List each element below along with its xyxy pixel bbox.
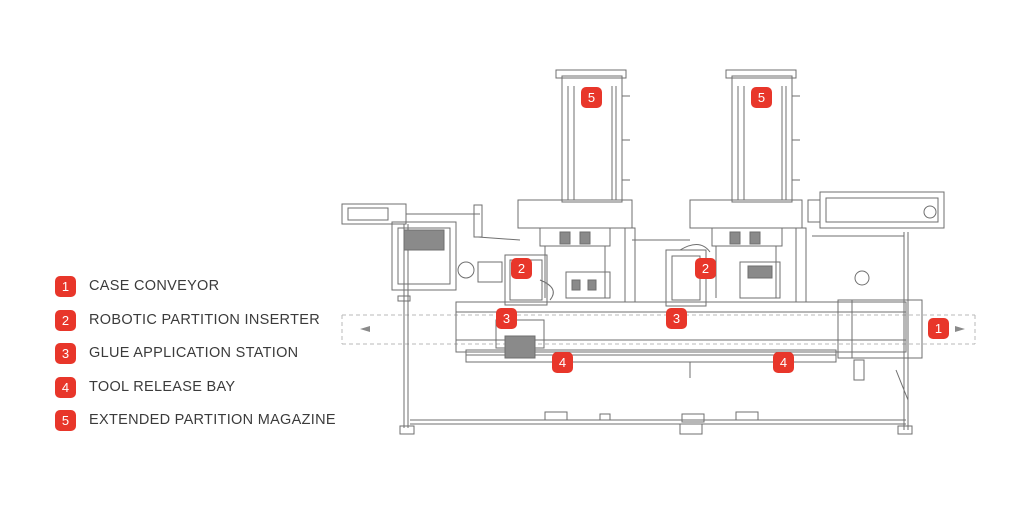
legend-badge-4: 4 — [55, 376, 76, 398]
marker-robotic-inserter-left: 2 — [511, 258, 532, 279]
marker-glue-station-left: 3 — [496, 308, 517, 329]
marker-label: 1 — [935, 321, 942, 336]
legend-label: ROBOTIC PARTITION INSERTER — [89, 312, 320, 328]
legend-item-tool-release-bay: 4 TOOL RELEASE BAY — [55, 376, 235, 398]
legend-item-extended-partition-magazine: 5 EXTENDED PARTITION MAGAZINE — [55, 409, 336, 431]
legend-badge-2: 2 — [55, 309, 76, 331]
legend-label: TOOL RELEASE BAY — [89, 379, 236, 395]
main-conveyor — [455, 270, 923, 381]
marker-label: 4 — [780, 355, 787, 370]
flow-arrow-icon — [360, 326, 370, 332]
marker-label: 5 — [758, 90, 765, 105]
marker-label: 2 — [518, 261, 525, 276]
marker-label: 3 — [673, 311, 680, 326]
legend-badge-5: 5 — [55, 409, 76, 431]
marker-glue-station-right: 3 — [666, 308, 687, 329]
legend-item-glue-application-station: 3 GLUE APPLICATION STATION — [55, 342, 298, 364]
marker-label: 2 — [702, 261, 709, 276]
right-arm — [807, 191, 945, 237]
legend-item-robotic-partition-inserter: 2 ROBOTIC PARTITION INSERTER — [55, 309, 320, 331]
marker-robotic-inserter-right: 2 — [695, 258, 716, 279]
marker-magazine-right: 5 — [751, 87, 772, 108]
legend-item-case-conveyor: 1 CASE CONVEYOR — [55, 275, 219, 297]
legend-label: EXTENDED PARTITION MAGAZINE — [89, 412, 336, 428]
legend-label: GLUE APPLICATION STATION — [89, 345, 299, 361]
left-arm — [341, 203, 521, 241]
flow-arrow-icon — [955, 326, 965, 332]
base-frame — [397, 224, 913, 435]
marker-label: 3 — [503, 311, 510, 326]
legend-label: CASE CONVEYOR — [89, 278, 220, 294]
marker-magazine-left: 5 — [581, 87, 602, 108]
marker-label: 5 — [588, 90, 595, 105]
legend-badge-1: 1 — [55, 275, 76, 297]
marker-label: 4 — [559, 355, 566, 370]
right-station — [665, 244, 781, 307]
legend-badge-3: 3 — [55, 342, 76, 364]
left-station — [457, 254, 554, 359]
marker-tool-release-left: 4 — [552, 352, 573, 373]
magazine-tower-right — [689, 69, 807, 303]
magazine-tower-left — [517, 69, 636, 303]
marker-case-conveyor: 1 — [928, 318, 949, 339]
marker-tool-release-right: 4 — [773, 352, 794, 373]
conveyor-band — [341, 314, 976, 345]
control-box — [391, 221, 457, 291]
